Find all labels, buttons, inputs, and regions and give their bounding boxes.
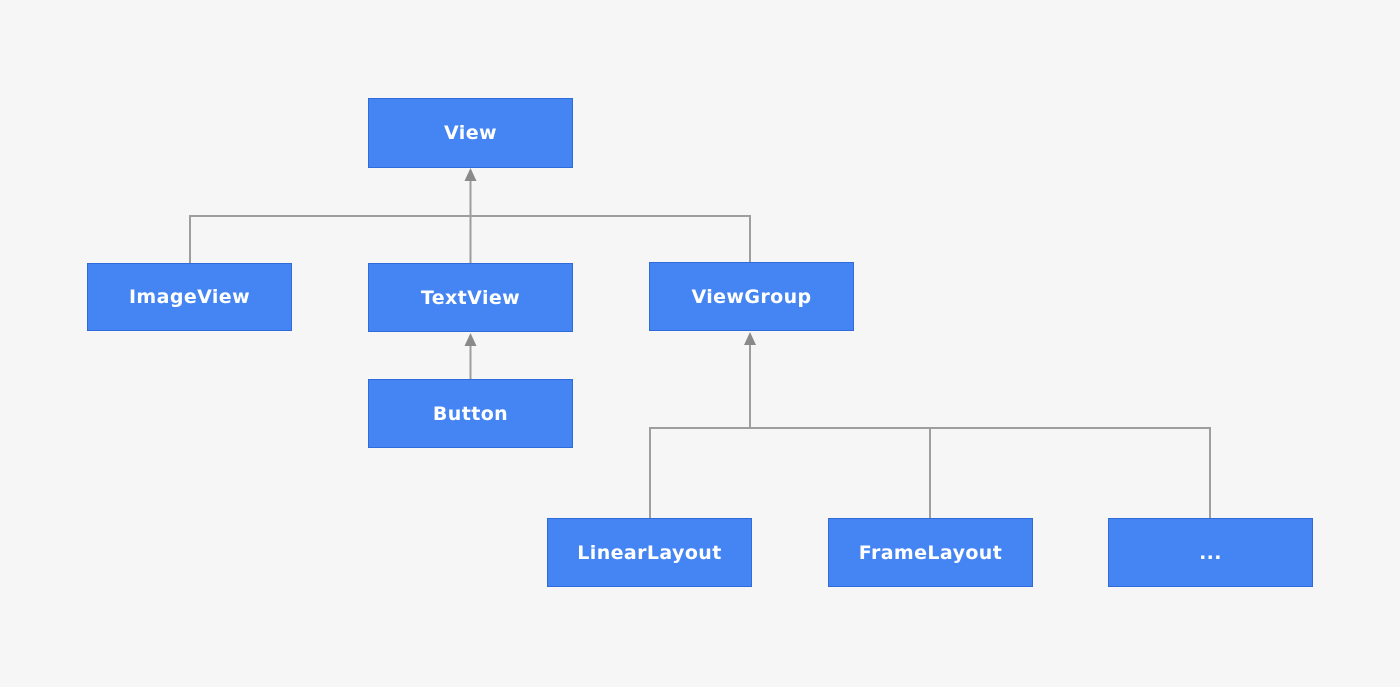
node-linearlayout-label: LinearLayout <box>577 541 722 564</box>
node-textview-label: TextView <box>420 286 521 309</box>
node-imageview: ImageView <box>87 263 292 331</box>
node-viewgroup: ViewGroup <box>649 262 854 331</box>
node-ellipsis: ... <box>1108 518 1313 587</box>
node-viewgroup-label: ViewGroup <box>691 285 812 308</box>
node-button-label: Button <box>432 402 509 425</box>
edge-group-viewgroup-children <box>649 332 1211 518</box>
node-linearlayout: LinearLayout <box>547 518 752 587</box>
node-imageview-label: ImageView <box>128 286 251 308</box>
node-button: Button <box>368 379 573 448</box>
node-framelayout: FrameLayout <box>828 518 1033 587</box>
edge-group-button-textview <box>464 333 477 379</box>
node-view-label: View <box>444 122 497 144</box>
node-view: View <box>368 98 573 168</box>
node-framelayout-label: FrameLayout <box>858 541 1003 564</box>
edge-group-view-children <box>189 168 751 263</box>
node-textview: TextView <box>368 263 573 332</box>
arrowhead-into-viewgroup-icon <box>744 332 756 345</box>
node-ellipsis-label: ... <box>1199 541 1222 564</box>
arrowhead-into-view-icon <box>464 168 477 181</box>
arrowhead-into-textview-icon <box>464 333 477 346</box>
